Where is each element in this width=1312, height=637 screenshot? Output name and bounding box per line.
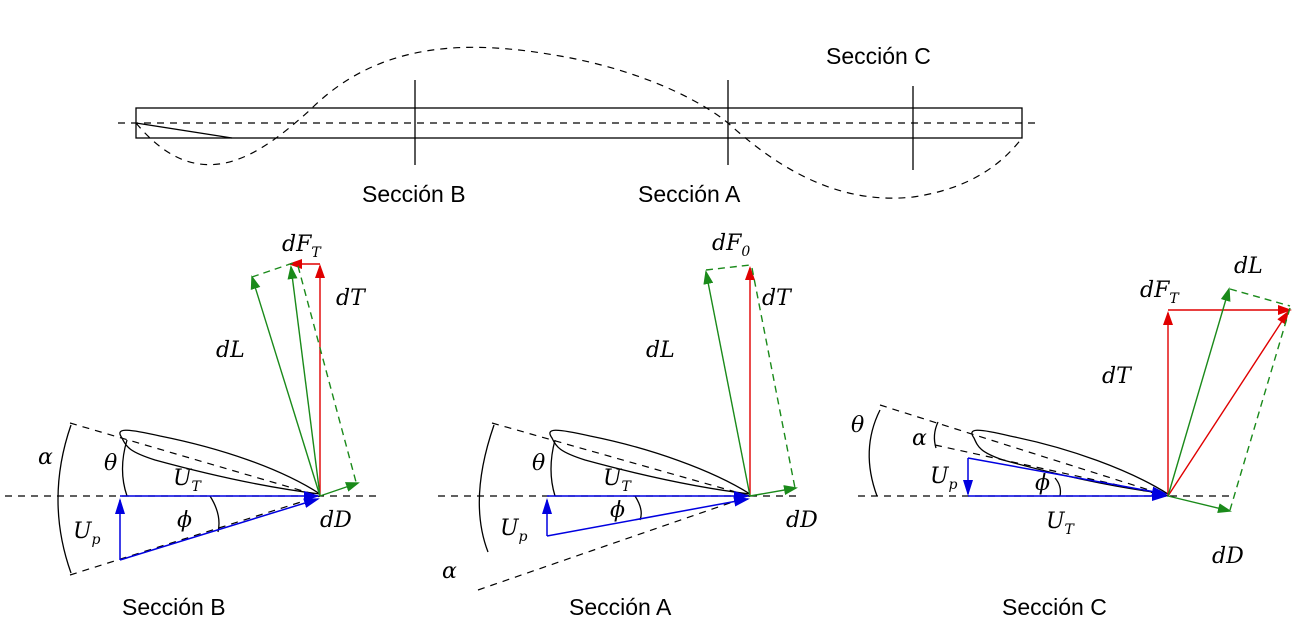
dl-arrow <box>250 275 321 497</box>
label-up: Up <box>500 516 528 545</box>
caption-section-c: Sección C <box>1002 594 1107 620</box>
resultant-velocity-arrow <box>119 498 320 561</box>
label-dd: dD <box>1212 544 1244 569</box>
caption-section-b: Sección B <box>122 594 226 620</box>
label-dl: dL <box>1234 254 1263 279</box>
label-phi: ϕ <box>610 498 625 523</box>
dl-parallel-right <box>751 267 796 489</box>
wind-line <box>477 495 751 591</box>
blade-planform: Sección C Sección B Sección A <box>118 43 1040 207</box>
resultant-velocity-arrow <box>546 496 750 537</box>
label-df: dFT <box>282 232 322 261</box>
theta-arc <box>550 439 556 497</box>
dl-arrow <box>1167 287 1231 497</box>
label-phi: ϕ <box>177 508 192 533</box>
label-dt: dT <box>762 286 793 311</box>
airfoil <box>549 429 751 495</box>
dd-parallel-top <box>1229 288 1291 307</box>
alpha-arc <box>478 424 495 553</box>
theta-arc <box>121 439 128 497</box>
label-phi: ϕ <box>1035 471 1050 496</box>
label-dt: dT <box>1102 364 1133 389</box>
alpha-arc <box>57 424 72 574</box>
label-df: dFT <box>1140 278 1180 307</box>
resultant-force-arrow <box>1167 310 1290 497</box>
label-alpha: α <box>912 426 927 451</box>
dd-arrow <box>749 485 798 497</box>
resultant-force-arrow <box>287 265 321 497</box>
twist-curve <box>135 46 1023 199</box>
blade-label-section-a: Sección A <box>638 181 741 207</box>
phi-arc <box>1054 477 1062 497</box>
diagram-section-b: dFT dT dL dD α θ ϕ UT Up Sección B <box>5 232 380 620</box>
theta-arc <box>868 409 881 497</box>
blade-root-taper <box>135 122 233 139</box>
label-dt: dT <box>336 286 367 311</box>
label-alpha: α <box>442 559 457 584</box>
chord-line <box>69 422 321 497</box>
label-dl: dL <box>646 338 675 363</box>
label-up: Up <box>73 519 101 548</box>
label-dd: dD <box>320 508 352 533</box>
label-dd: dD <box>786 508 818 533</box>
label-df: dF0 <box>712 231 750 260</box>
blade-label-section-b: Sección B <box>362 181 466 207</box>
chord-line <box>879 404 1169 497</box>
label-theta: θ <box>851 413 864 438</box>
label-ut: UT <box>603 466 633 495</box>
airfoil <box>971 429 1169 495</box>
dl-parallel-right <box>297 265 357 483</box>
resultant-velocity-arrow <box>967 457 1168 497</box>
dd-arrow <box>319 482 360 497</box>
blade-label-section-c: Sección C <box>826 43 931 69</box>
label-up: Up <box>930 464 958 493</box>
diagram-section-a: dF0 dT dL dD α θ ϕ UT Up Sección A <box>438 231 818 620</box>
dl-arrow <box>703 270 751 497</box>
label-theta: θ <box>532 451 545 476</box>
label-ut: UT <box>173 466 203 495</box>
label-dl: dL <box>216 338 245 363</box>
alpha-arc <box>933 421 939 449</box>
label-alpha: α <box>38 445 53 470</box>
caption-section-a: Sección A <box>569 594 672 620</box>
chord-line <box>491 422 751 497</box>
wind-line <box>69 495 321 576</box>
airfoil <box>119 429 321 495</box>
label-theta: θ <box>104 451 117 476</box>
dd-parallel-top <box>705 264 751 271</box>
diagram-section-c: dFT dT dL dD θ α ϕ UT Up Sección C <box>851 254 1292 620</box>
dd-arrow <box>1167 495 1232 514</box>
dl-parallel-right <box>1229 307 1291 511</box>
dd-parallel-top <box>251 261 297 278</box>
label-ut: UT <box>1046 509 1076 538</box>
phi-arc <box>209 495 220 533</box>
phi-arc <box>634 495 642 521</box>
